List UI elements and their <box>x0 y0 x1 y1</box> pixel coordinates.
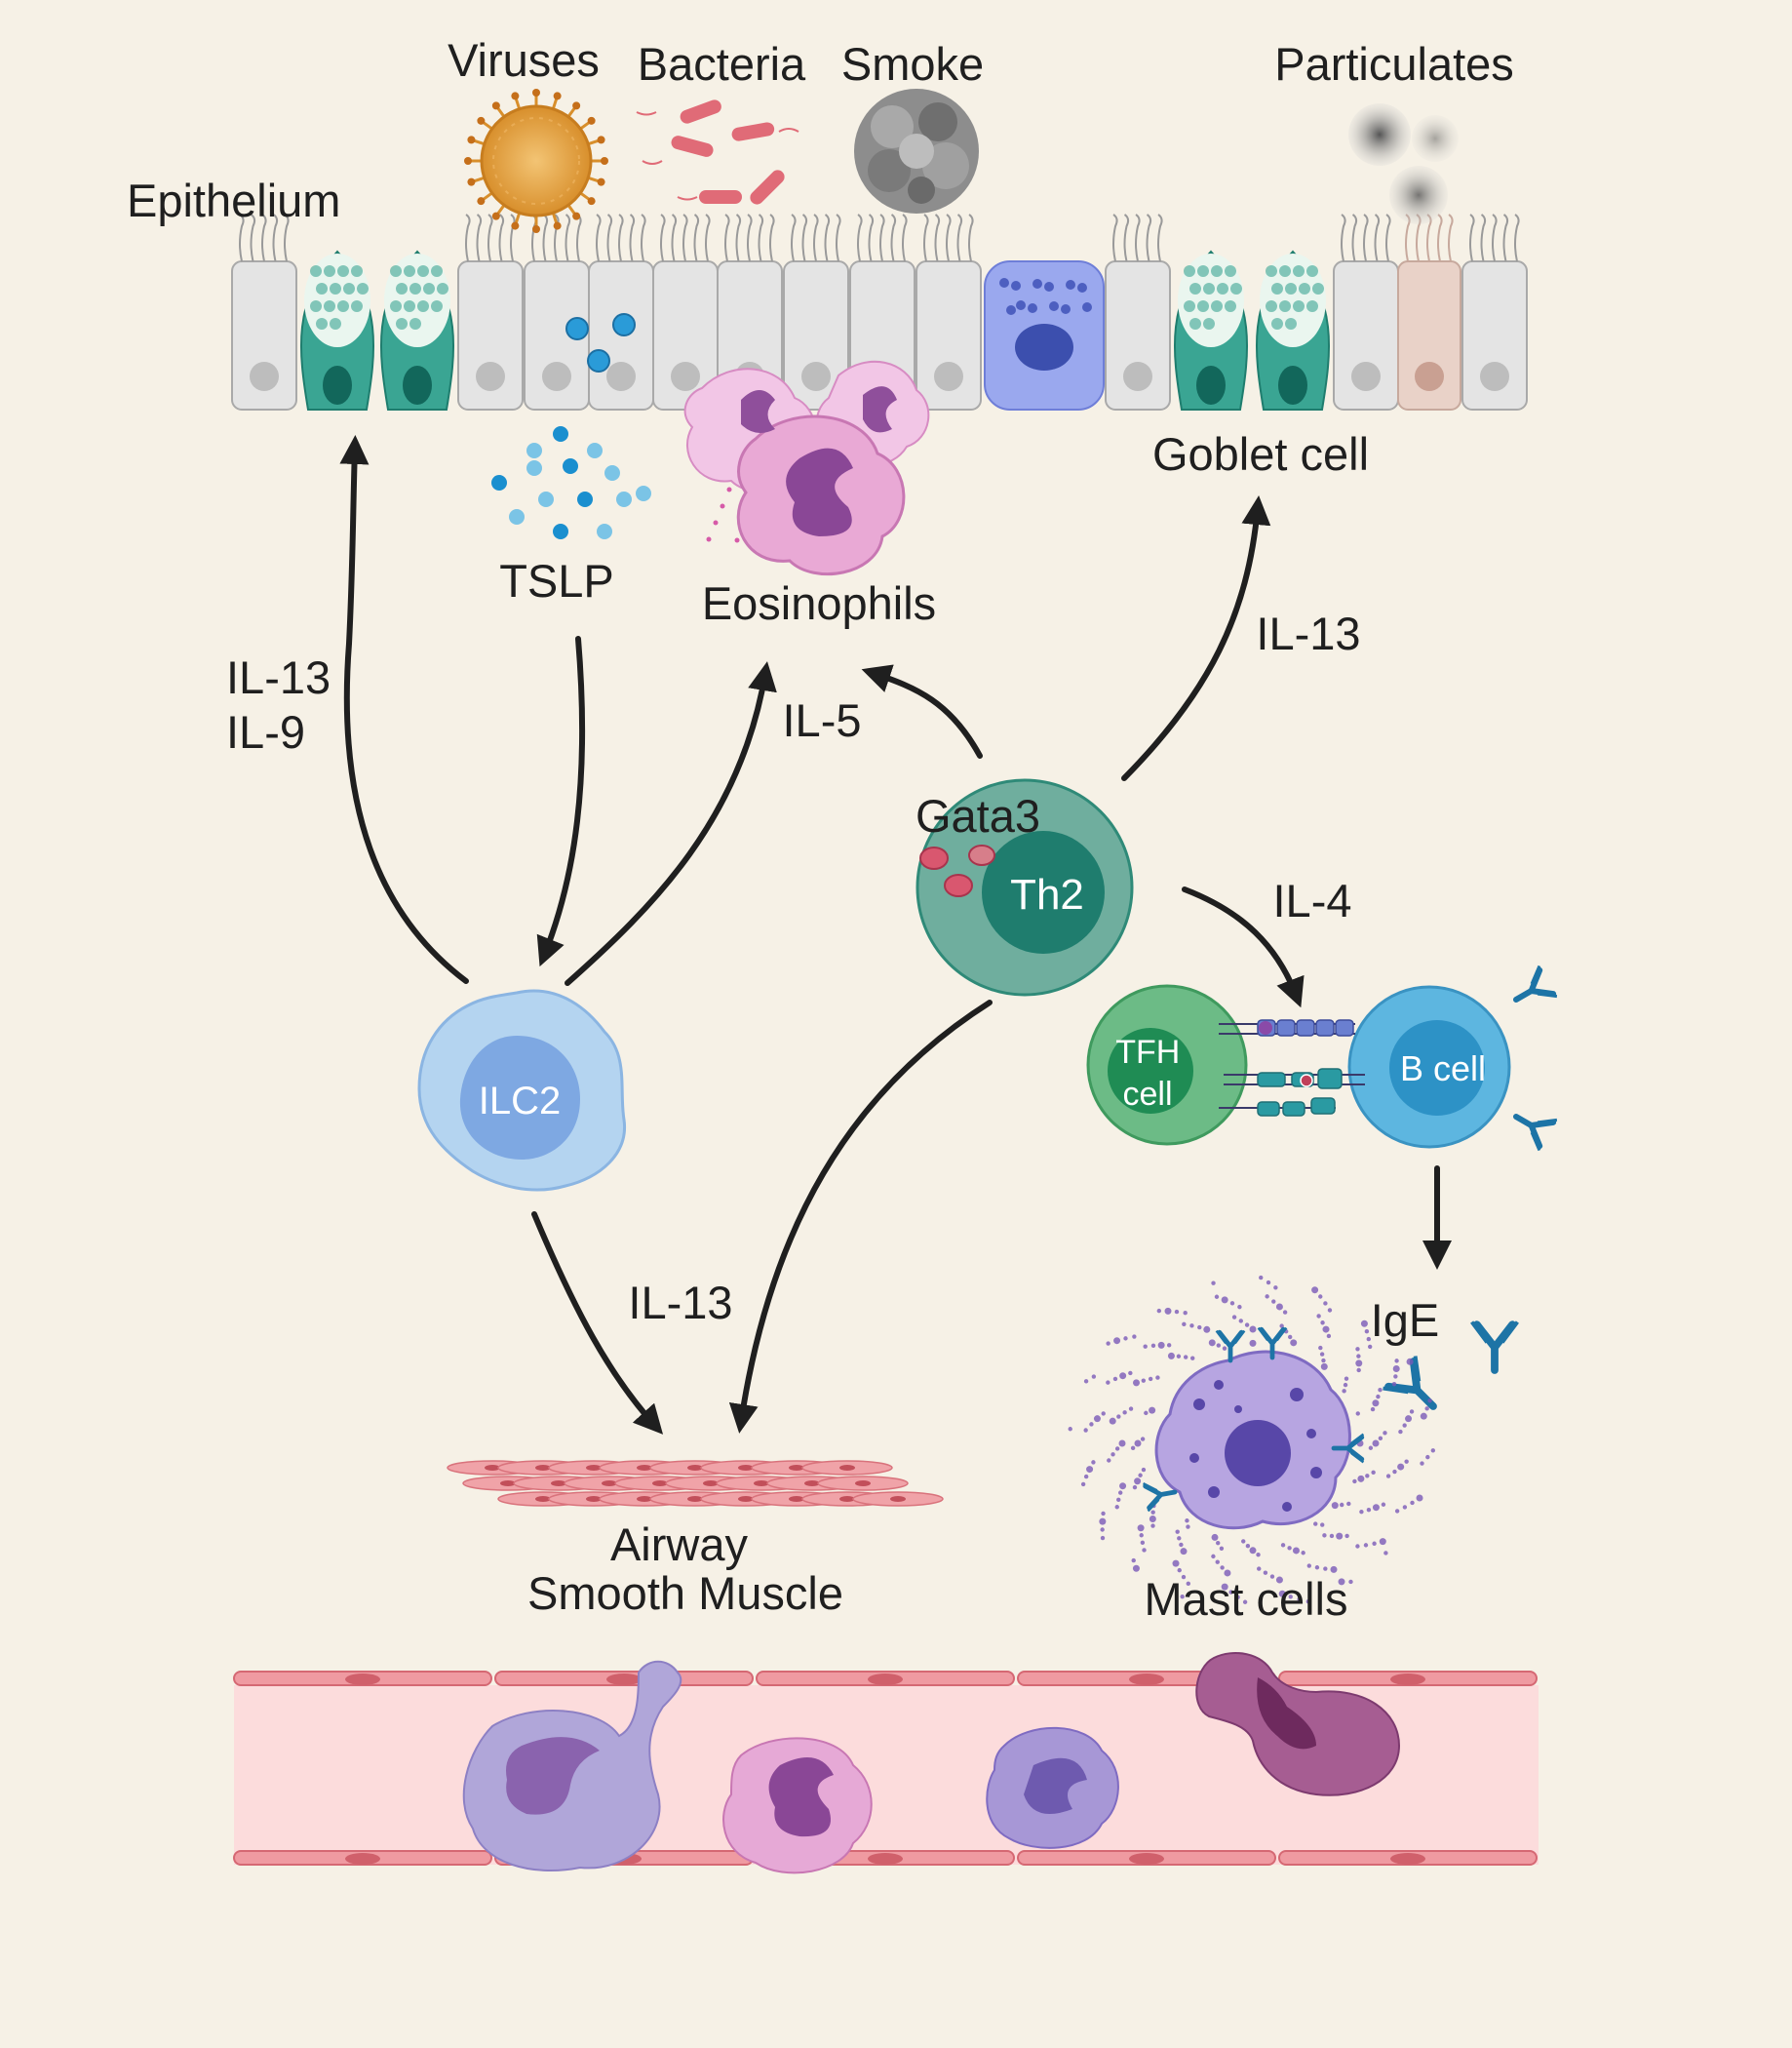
arrow-th2-to-goblet <box>1121 495 1271 781</box>
label-viruses: Viruses <box>448 34 600 86</box>
label-tfh-cell: TFH cell <box>1115 1034 1189 1113</box>
label-ige: IgE <box>1371 1294 1440 1346</box>
label-il13-epithelium: IL-13 <box>226 651 331 703</box>
bacteria-icon <box>636 99 799 205</box>
label-il5: IL-5 <box>783 694 862 746</box>
label-il4: IL-4 <box>1273 875 1352 926</box>
particulate-icon <box>1348 103 1459 224</box>
label-epithelium: Epithelium <box>127 175 340 226</box>
label-gata3: Gata3 <box>915 790 1040 842</box>
epithelium-layer <box>231 214 1528 411</box>
arrow-th2-to-eosinophils <box>861 664 983 759</box>
arrows <box>339 435 1452 1435</box>
arrow-ilc2-to-epithelium <box>339 435 469 984</box>
label-airway-smooth-muscle: Airway Smooth Muscle <box>527 1518 843 1619</box>
blood-vessel <box>233 1652 1539 1874</box>
label-tfh: TFH <box>1115 1034 1180 1071</box>
label-airway: Airway <box>610 1518 749 1570</box>
label-bacteria: Bacteria <box>638 38 806 90</box>
th2-cell: Th2 <box>915 778 1134 997</box>
eosinophils-cluster <box>683 360 930 576</box>
label-tfh-cell-line2: cell <box>1122 1076 1172 1113</box>
label-il13-goblet: IL-13 <box>1256 608 1360 659</box>
smoke-particle-icon <box>854 89 979 214</box>
label-il9: IL-9 <box>226 706 305 758</box>
label-eosinophils: Eosinophils <box>702 577 936 629</box>
arrow-tslp-to-ilc2 <box>536 636 586 967</box>
ilc2-cell: ILC2 <box>417 989 627 1192</box>
tfh-b-synapse: TFH cell B cell <box>1086 965 1557 1150</box>
label-smooth-muscle: Smooth Muscle <box>527 1567 843 1619</box>
label-ilc2: ILC2 <box>479 1080 562 1122</box>
label-il13-il9: IL-13 IL-9 <box>226 651 343 758</box>
arrow-th2-to-bcell <box>1182 886 1305 1008</box>
virus-icon <box>464 89 608 233</box>
arrow-th2-to-muscle <box>728 1000 993 1434</box>
mast-cell <box>1068 1275 1436 1604</box>
label-th2: Th2 <box>1010 871 1084 919</box>
label-tslp: TSLP <box>499 555 614 607</box>
label-goblet-cell: Goblet cell <box>1152 428 1369 480</box>
airway-smooth-muscle <box>447 1460 944 1507</box>
label-il13-muscle: IL-13 <box>628 1277 732 1328</box>
label-smoke: Smoke <box>841 38 984 90</box>
label-b-cell: B cell <box>1400 1048 1486 1088</box>
arrow-ilc2-to-eosinophils <box>565 661 777 986</box>
label-mast-cells: Mast cells <box>1145 1573 1348 1625</box>
label-particulates: Particulates <box>1274 38 1514 90</box>
arrow-ilc2-to-muscle <box>531 1211 664 1435</box>
tslp-molecule-icon <box>491 426 651 539</box>
